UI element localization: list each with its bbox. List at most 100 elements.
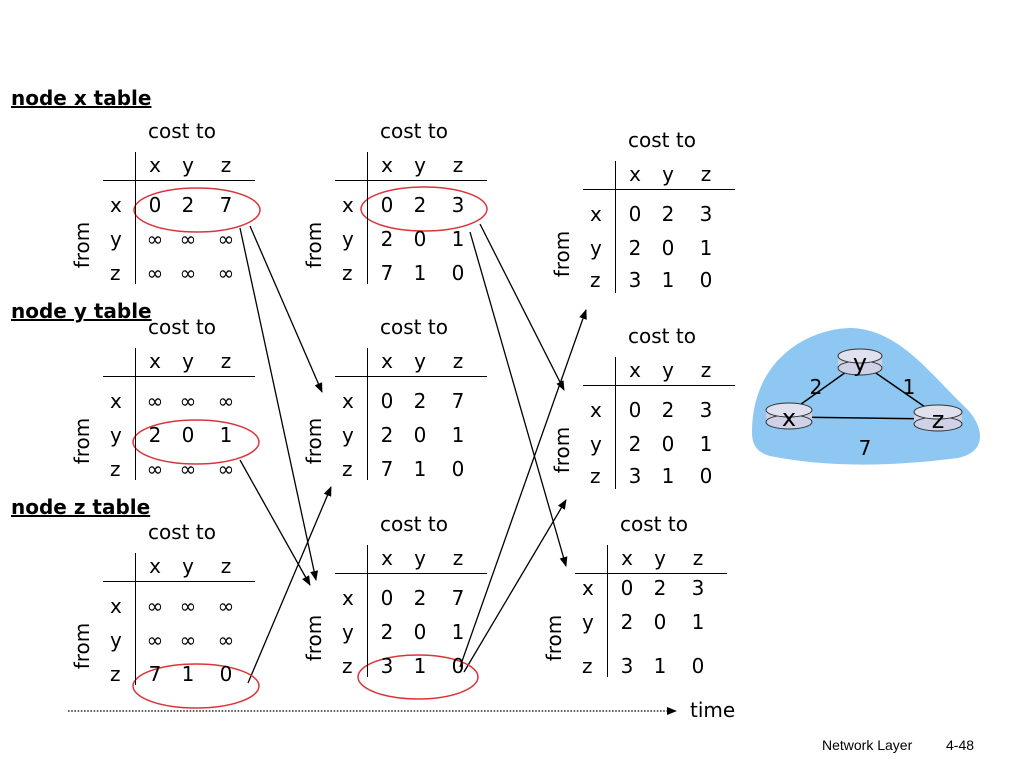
table-cell: 0 <box>699 464 713 488</box>
table-cell: 0 <box>620 576 634 600</box>
network-diagram: y x z 2 1 7 <box>752 328 981 465</box>
table-cell: 1 <box>653 654 667 678</box>
from-axis-label: from <box>302 614 326 662</box>
table-cell: ∞ <box>146 594 164 618</box>
table-cell: 3 <box>628 268 642 292</box>
table-cell: 1 <box>661 268 675 292</box>
highlight-circle <box>357 654 479 700</box>
table-cell: 1 <box>661 464 675 488</box>
table-cell: ∞ <box>217 261 235 285</box>
column-header: y <box>662 358 674 382</box>
row-header: x <box>342 193 354 217</box>
table-cell: 2 <box>380 227 394 251</box>
highlight-circle <box>132 663 260 709</box>
from-axis-label: from <box>542 614 566 662</box>
table-cell: ∞ <box>217 389 235 413</box>
table-cell: ∞ <box>146 227 164 251</box>
cost-to-header: cost to <box>628 128 696 152</box>
row-header: y <box>342 227 354 251</box>
row-header: y <box>590 236 602 260</box>
cost-to-header: cost to <box>380 119 448 143</box>
table-row-rule <box>615 357 616 489</box>
table-cell: 1 <box>451 227 465 251</box>
table-cell: 0 <box>380 389 394 413</box>
row-header: z <box>110 457 121 481</box>
table-cell: 0 <box>380 586 394 610</box>
table-row-rule <box>615 161 616 293</box>
table-cell: 3 <box>380 654 394 678</box>
table-cell: 0 <box>219 662 233 686</box>
row-header: y <box>342 423 354 447</box>
row-header: x <box>110 594 122 618</box>
update-arrow-x2-to-y3 <box>479 223 565 391</box>
table-cell: 1 <box>691 610 705 634</box>
table-cell: 3 <box>451 193 465 217</box>
table-row-rule <box>367 348 368 480</box>
table-cell: ∞ <box>179 628 197 652</box>
column-header: x <box>381 153 393 177</box>
table-cell: ∞ <box>217 594 235 618</box>
table-cell: 7 <box>148 662 162 686</box>
column-header: y <box>654 546 666 570</box>
table-cell: 0 <box>451 654 465 678</box>
update-arrow-z2-to-x3 <box>459 309 587 668</box>
cost-to-header: cost to <box>148 520 216 544</box>
table-header-rule <box>103 581 255 582</box>
table-cell: 1 <box>413 457 427 481</box>
table-cell: 2 <box>181 193 195 217</box>
table-cell: ∞ <box>217 628 235 652</box>
table-cell: ∞ <box>179 227 197 251</box>
column-header: z <box>692 546 704 570</box>
row-header: y <box>342 620 354 644</box>
table-cell: 0 <box>661 432 675 456</box>
node-x-table-label: node x table <box>11 86 152 110</box>
cost-to-header: cost to <box>148 315 216 339</box>
row-header: z <box>590 268 601 292</box>
table-row-rule <box>135 152 136 284</box>
table-cell: 3 <box>620 654 634 678</box>
table-header-rule <box>583 189 735 190</box>
table-cell: 0 <box>413 227 427 251</box>
table-header-rule <box>575 573 727 574</box>
table-cell: 1 <box>413 261 427 285</box>
table-cell: 3 <box>628 464 642 488</box>
table-cell: 1 <box>451 423 465 447</box>
column-header: x <box>621 546 633 570</box>
column-header: z <box>452 546 464 570</box>
router-z-label: z <box>932 406 945 434</box>
from-axis-label: from <box>302 221 326 269</box>
row-header: x <box>342 389 354 413</box>
row-header: z <box>342 457 353 481</box>
table-cell: 2 <box>380 620 394 644</box>
router-y: y <box>837 348 883 377</box>
row-header: x <box>110 389 122 413</box>
table-header-rule <box>583 385 735 386</box>
table-cell: 2 <box>413 389 427 413</box>
table-cell: 2 <box>380 423 394 447</box>
table-header-rule <box>103 376 255 377</box>
table-cell: 0 <box>699 268 713 292</box>
update-arrow-z2-to-y3 <box>463 499 567 673</box>
column-header: x <box>149 349 161 373</box>
table-row-rule <box>367 152 368 284</box>
row-header: z <box>590 464 601 488</box>
from-axis-label: from <box>550 426 574 474</box>
row-header: y <box>590 432 602 456</box>
link-cost-x-z: 7 <box>859 436 872 460</box>
table-cell: 1 <box>699 236 713 260</box>
from-axis-label: from <box>70 221 94 269</box>
table-cell: 3 <box>699 202 713 226</box>
row-header: x <box>590 202 602 226</box>
update-arrow-x2-to-z3 <box>469 231 568 567</box>
table-cell: 1 <box>699 432 713 456</box>
table-cell: 0 <box>181 423 195 447</box>
column-header: z <box>220 349 232 373</box>
row-header: y <box>582 610 594 634</box>
table-cell: ∞ <box>217 457 235 481</box>
row-header: x <box>582 576 594 600</box>
table-cell: 2 <box>148 423 162 447</box>
